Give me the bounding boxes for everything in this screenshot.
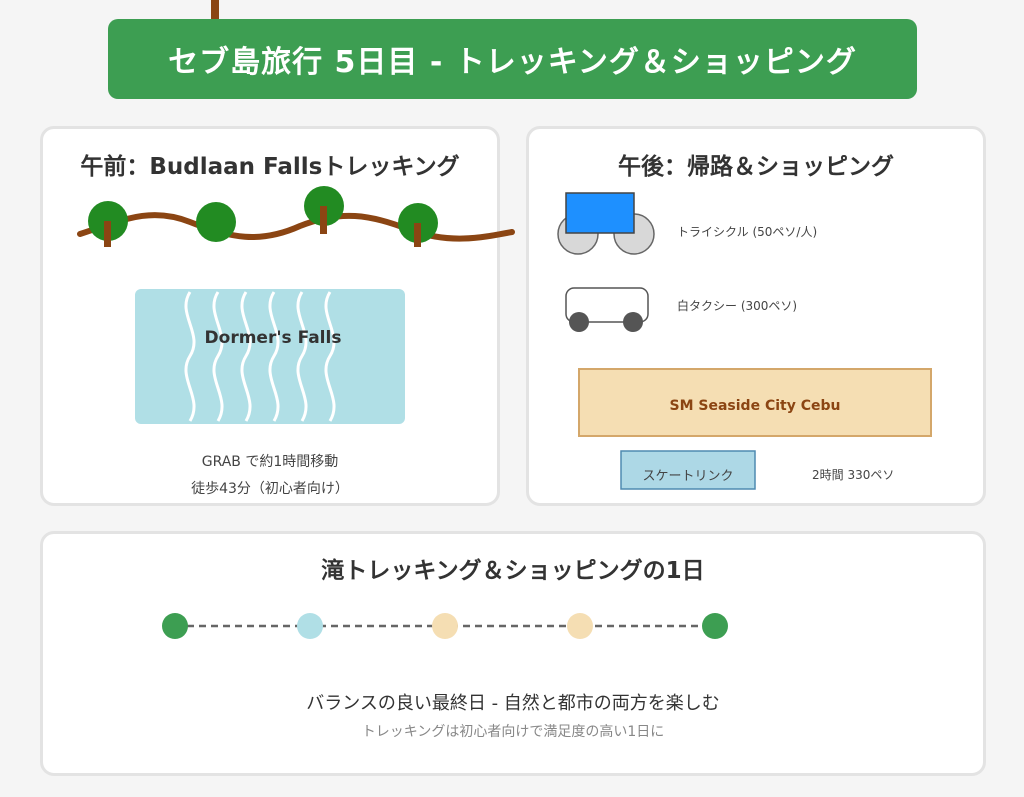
- summary-title: 滝トレッキング＆ショッピングの1日: [321, 558, 705, 584]
- skate-rink-price: 2時間 330ペソ: [812, 468, 895, 482]
- summary-card: 滝トレッキング＆ショッピングの1日 バランスの良い最終日 - 自然と都市の両方を…: [40, 531, 986, 776]
- tricycle-icon: [557, 192, 655, 255]
- hanging-pole: [211, 0, 219, 19]
- timeline-dot-2: [297, 613, 323, 639]
- skate-rink-label: スケートリンク: [642, 469, 734, 484]
- mall-box: [578, 368, 932, 437]
- timeline: [162, 613, 728, 639]
- taxi-label: 白タクシー (300ペソ): [677, 299, 798, 313]
- taxi-icon: [565, 287, 649, 332]
- mall-label: SM Seaside City Cebu: [669, 398, 841, 414]
- summary-sub-text: トレッキングは初心者向けで満足度の高い1日に: [361, 724, 665, 740]
- timeline-dot-4: [567, 613, 593, 639]
- transport-note: GRAB で約1時間移動: [201, 454, 339, 470]
- tree-4: [398, 203, 438, 247]
- morning-card: 午前：Budlaan Fallsトレッキング: [40, 126, 515, 506]
- trail-illustration: [77, 186, 515, 424]
- walk-note: 徒歩43分（初心者向け）: [191, 481, 349, 497]
- page-title: セブ島旅行 5日目 - トレッキング＆ショッピング: [108, 19, 917, 99]
- tree-3: [304, 186, 344, 234]
- skate-rink-box: [620, 450, 756, 490]
- afternoon-title: 午後：帰路＆ショッピング: [618, 154, 894, 180]
- afternoon-card: 午後：帰路＆ショッピング トライシクル (50ペソ/人) 白タクシー (300ペ…: [526, 126, 986, 506]
- trail-path: [77, 212, 515, 242]
- timeline-dot-3: [432, 613, 458, 639]
- tricycle-label: トライシクル (50ペソ/人): [677, 225, 818, 239]
- tree-1: [88, 201, 128, 247]
- summary-main-text: バランスの良い最終日 - 自然と都市の両方を楽しむ: [306, 693, 720, 714]
- waterfall-label: Dormer's Falls: [204, 328, 342, 348]
- transport-illustrations: [557, 192, 932, 490]
- timeline-dot-1: [162, 613, 188, 639]
- morning-title: 午前：Budlaan Fallsトレッキング: [80, 154, 460, 180]
- timeline-dot-5: [702, 613, 728, 639]
- waterfall-illustration: [135, 289, 405, 424]
- tree-2: [196, 202, 236, 242]
